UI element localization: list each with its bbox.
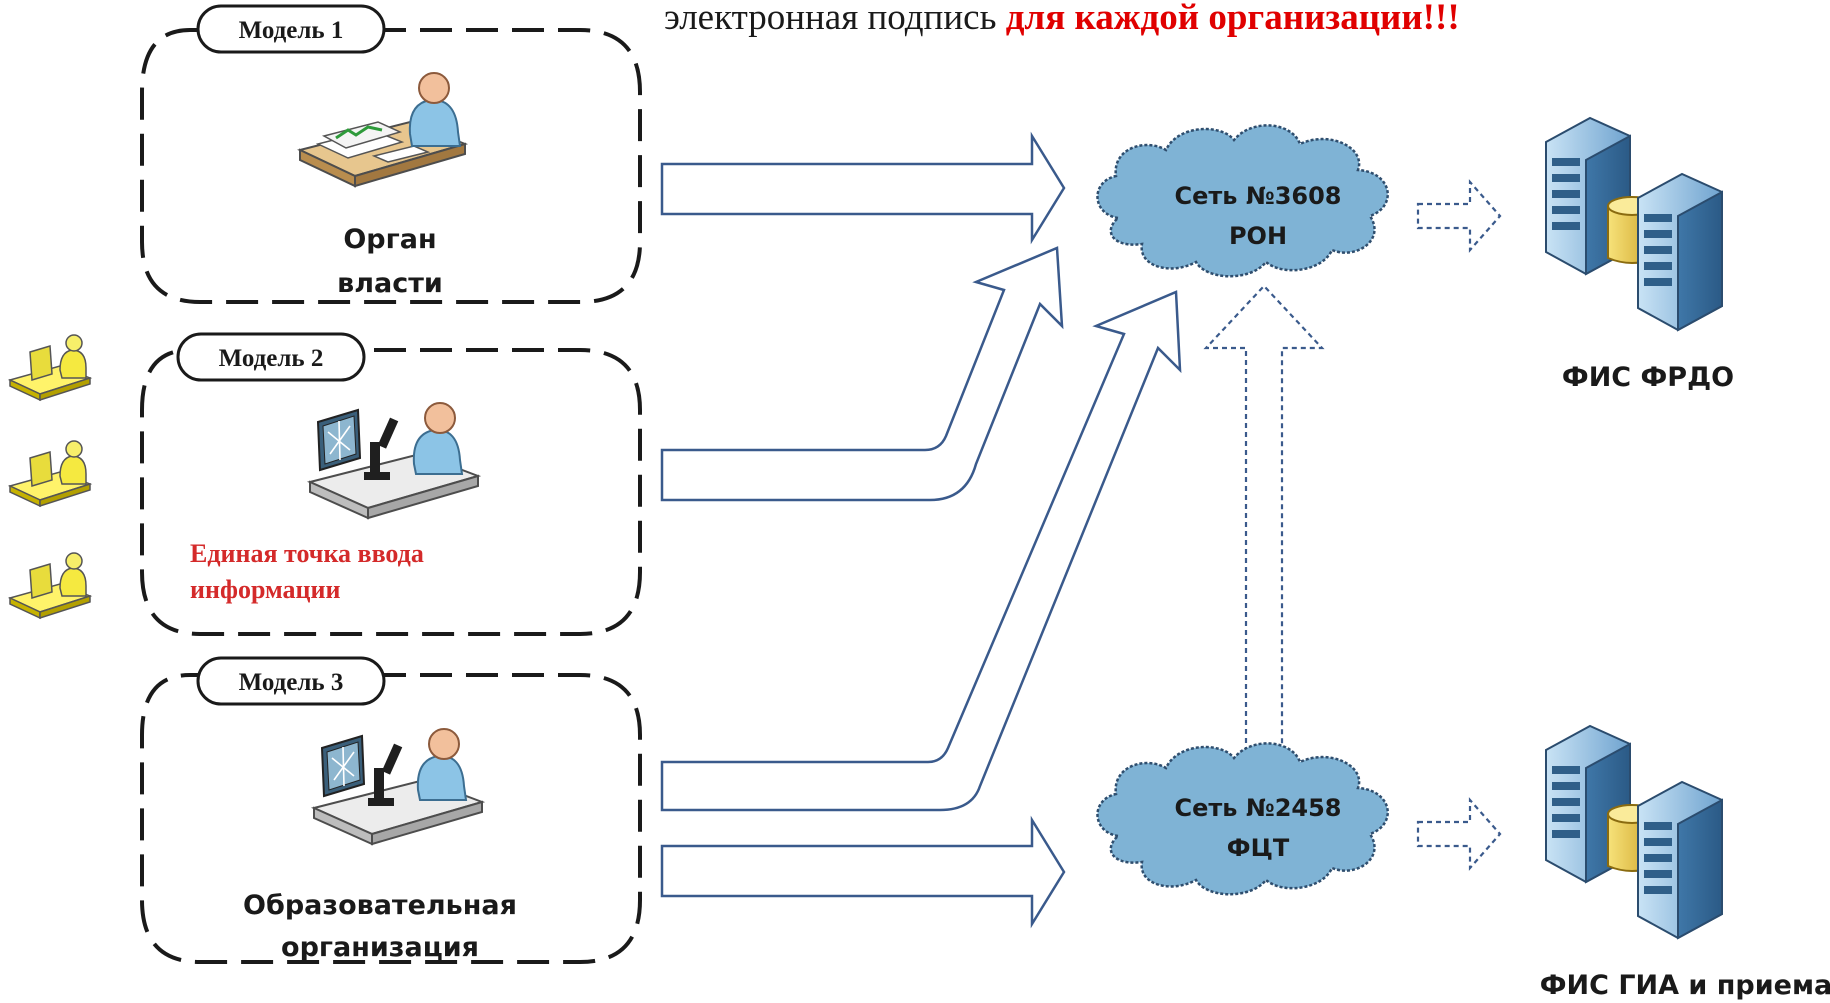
server-cluster-icon-2 (1545, 725, 1723, 939)
model-1-box (140, 28, 642, 304)
server-cluster-icon (1545, 117, 1723, 331)
network-ron-line-1: Сеть №3608 (1174, 182, 1341, 210)
scientist-with-microscope-icon (309, 402, 479, 519)
model-3-label-line-2: организация (281, 932, 479, 963)
model-3-box (140, 673, 642, 964)
arrow-model2-to-ron (660, 246, 1064, 502)
model-3-tag-label: Модель 3 (239, 669, 344, 696)
network-fct-line-2: ФЦТ (1227, 834, 1290, 862)
system-frdo-label: ФИС ФРДО (1562, 362, 1734, 393)
official-at-desk-icon (298, 71, 467, 188)
header-highlight: для каждой организации!!! (1005, 0, 1460, 38)
network-fct-cloud: Сеть №2458 ФЦТ (1096, 742, 1389, 896)
header-text: электронная подпись (664, 0, 997, 38)
model-1-label-line-2: власти (337, 268, 443, 299)
arrow-model3-to-fct (660, 815, 1066, 929)
model-1-tag-label: Модель 1 (239, 17, 344, 44)
arrow-fct-to-ron (1203, 284, 1325, 754)
network-fct-line-1: Сеть №2458 (1174, 794, 1341, 822)
arrow-model1-to-ron (660, 131, 1066, 245)
user-at-computer-icon-3 (9, 552, 91, 619)
model-1-label-line-1: Орган (343, 224, 436, 255)
model-2-tag: Модель 2 (176, 332, 366, 382)
model-2-box (140, 348, 642, 636)
arrow-fct-to-gia (1416, 797, 1502, 871)
model-3-tag: Модель 3 (196, 656, 386, 706)
model-2-label-line-2: информации (190, 575, 341, 604)
model-2-tag-label: Модель 2 (219, 345, 324, 372)
user-at-computer-icon-2 (9, 440, 91, 507)
system-gia-label: ФИС ГИА и приема (1540, 970, 1830, 1001)
header-line: электронная подпись для каждой организац… (664, 0, 1460, 39)
arrow-model3-to-ron (660, 290, 1182, 812)
model-2-label-line-1: Единая точка ввода (190, 539, 424, 568)
scientist-with-microscope-icon-2 (313, 728, 483, 845)
user-at-computer-icon (9, 334, 91, 401)
network-ron-cloud: Сеть №3608 РОН (1096, 124, 1389, 278)
network-ron-line-2: РОН (1229, 222, 1287, 250)
model-3-label-line-1: Образовательная (243, 890, 517, 921)
model-1-tag: Модель 1 (196, 4, 386, 54)
arrow-ron-to-frdo (1416, 179, 1502, 253)
